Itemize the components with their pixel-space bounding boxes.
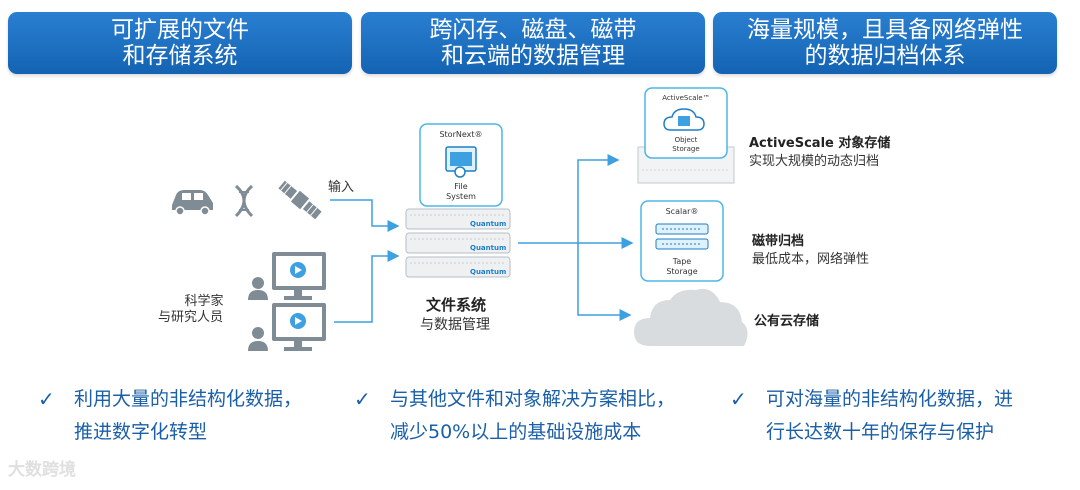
bullet-line: 利用大量的非结构化数据， — [74, 388, 303, 410]
file-system-caption: 文件系统 — [426, 296, 487, 314]
tape-archive-desc: 最低成本，网络弹性 — [752, 252, 870, 267]
satellite-icon — [278, 180, 322, 220]
scalar-tape-icon — [640, 200, 724, 282]
input-connector-top — [330, 199, 400, 232]
quantum-server-stack — [405, 208, 511, 278]
banner-data-management: 跨闪存、磁盘、磁带 和云端的数据管理 — [361, 12, 705, 74]
check-icon: ✓ — [354, 387, 371, 411]
check-icon: ✓ — [38, 387, 55, 411]
researchers-label: 科学家 — [174, 290, 234, 309]
banner-line: 和存储系统 — [122, 43, 238, 69]
scalar-caption: Tape Storage — [641, 257, 723, 277]
activescale-desc: 实现大规模的动态归档 — [749, 154, 880, 169]
scalar-line: Storage — [666, 267, 698, 276]
banner-scalable-storage: 可扩展的文件 和存储系统 — [8, 12, 352, 74]
stornext-title: StorNext® — [439, 130, 483, 139]
activescale-line: Storage — [672, 145, 700, 153]
activescale-icon — [637, 87, 735, 184]
researchers-line: 科学家 — [184, 294, 224, 309]
stornext-line: File — [454, 182, 468, 191]
banner-line: 跨闪存、磁盘、磁带 — [429, 17, 637, 43]
data-management-caption: 与数据管理 — [420, 317, 490, 333]
server-brand-label: Quantum — [470, 244, 507, 252]
bullet-line: 行长达数十年的保存与保护 — [766, 421, 995, 443]
input-label: 输入 — [328, 180, 355, 195]
public-cloud-icon — [634, 288, 748, 346]
public-cloud-label: 公有云存储 — [754, 314, 820, 329]
banner-line: 和云端的数据管理 — [441, 43, 625, 69]
activescale-line: Object — [674, 136, 698, 144]
researcher-monitor-icon — [248, 252, 326, 300]
bullet-line: 减少50%以上的基础设施成本 — [390, 421, 642, 443]
input-connector-bottom — [334, 250, 400, 323]
check-icon: ✓ — [730, 387, 747, 411]
dna-icon — [234, 184, 254, 218]
banner-line: 海量规模，且具备网络弹性 — [747, 17, 1023, 43]
scalar-title: Scalar® — [665, 207, 699, 216]
activescale-label: ActiveScale 对象存储 — [749, 136, 891, 151]
tape-archive-label: 磁带归档 — [752, 234, 805, 249]
bullet-line: 可对海量的非结构化数据，进 — [766, 388, 1014, 410]
banner-line: 的数据归档体系 — [804, 43, 966, 69]
activescale-caption: Object Storage — [645, 136, 727, 154]
stornext-caption: File System — [420, 182, 502, 202]
stornext-icon — [419, 123, 503, 207]
researcher-monitor-icon — [248, 303, 326, 351]
car-icon — [172, 190, 213, 216]
bullet-line: 与其他文件和对象解决方案相比， — [390, 388, 676, 410]
stornext-line: System — [446, 192, 476, 201]
server-brand-label: Quantum — [470, 268, 507, 276]
server-brand-label: Quantum — [470, 220, 507, 228]
watermark: 大数跨境 — [8, 460, 76, 480]
scalar-line: Tape — [672, 257, 692, 266]
output-connectors — [518, 154, 634, 321]
bullet-line: 推进数字化转型 — [74, 421, 208, 443]
banner-archive: 海量规模，且具备网络弹性 的数据归档体系 — [713, 12, 1057, 74]
activescale-title: ActiveScale™ — [662, 94, 710, 102]
researchers-line: 与研究人员 — [158, 310, 224, 325]
banner-line: 可扩展的文件 — [111, 17, 249, 43]
